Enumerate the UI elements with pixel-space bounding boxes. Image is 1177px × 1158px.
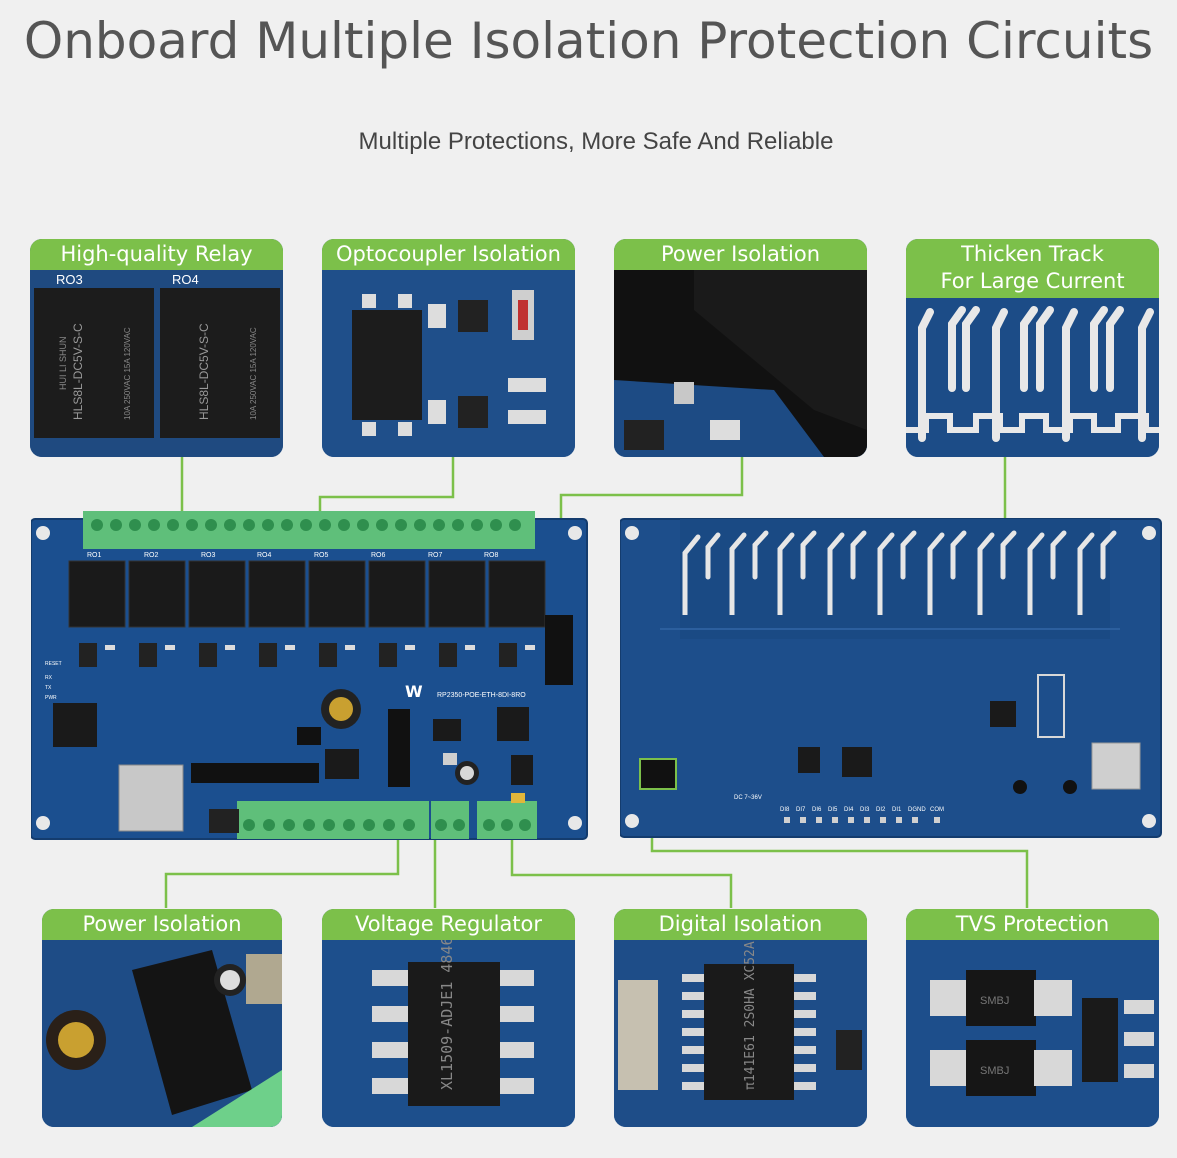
page-subtitle: Multiple Protections, More Safe And Reli… xyxy=(358,128,834,155)
relay-model-text: HLS8L-DC5V-S-C xyxy=(197,323,211,420)
board-front: RO1 RO2 RO3 RO4 RO5 RO6 RO7 RO8 W RP2350… xyxy=(31,511,588,840)
feature-card-voltage-regulator: Voltage Regulator XL1509-ADJE1 4846G xyxy=(322,909,575,1127)
optocoupler-closeup xyxy=(322,270,575,457)
di-label: DI4 xyxy=(844,807,854,813)
board-back: DC 7~36V DI8 DI7 DI6 DI5 DI4 DI3 DI2 DI1… xyxy=(620,518,1162,838)
feature-label: High-quality Relay xyxy=(30,239,283,270)
tvs-chip-text: SMBJ xyxy=(980,995,1009,1007)
feature-label: TVS Protection xyxy=(906,909,1159,940)
relay-tag: RO4 xyxy=(172,272,199,287)
relay-label: RO1 xyxy=(87,552,102,559)
di-label: DI2 xyxy=(876,807,886,813)
feature-card-optocoupler: Optocoupler Isolation xyxy=(322,239,575,457)
power-isolation-module-closeup xyxy=(42,940,282,1127)
relay-label: RO7 xyxy=(428,552,443,559)
relay-label: RO3 xyxy=(201,552,216,559)
led-label: RX xyxy=(45,675,53,681)
voltage-regulator-closeup: XL1509-ADJE1 4846G xyxy=(322,940,575,1127)
feature-label: Thicken Track For Large Current xyxy=(906,239,1159,298)
relay-closeup: RO3 RO4 HLS8L-DC5V-S-C HLS8L-DC5V-S-C HU… xyxy=(30,270,283,457)
svg-text:W: W xyxy=(405,682,423,701)
power-label: DC 7~36V xyxy=(734,795,762,801)
feature-card-relay: High-quality Relay RO3 RO4 HLS8L-DC5V-S-… xyxy=(30,239,283,457)
relay-label: RO8 xyxy=(484,552,499,559)
relay-rating-text: 10A 250VAC 15A 120VAC xyxy=(249,327,258,420)
relay-label: RO5 xyxy=(314,552,329,559)
di-label: DI5 xyxy=(828,807,838,813)
led-label: PWR xyxy=(45,695,57,701)
feature-card-power-isolation-bottom: Power Isolation xyxy=(42,909,282,1127)
relay-model-text: HLS8L-DC5V-S-C xyxy=(71,323,85,420)
di-label: COM xyxy=(930,807,944,813)
relay-label: RO4 xyxy=(257,552,272,559)
relay-tag: RO3 xyxy=(56,272,83,287)
thick-track-closeup xyxy=(906,298,1159,457)
feature-card-thick-track: Thicken Track For Large Current xyxy=(906,239,1159,457)
feature-label: Power Isolation xyxy=(614,239,867,270)
led-label: RESET xyxy=(45,661,62,667)
relay-label: RO2 xyxy=(144,552,159,559)
di-label: DI1 xyxy=(892,807,902,813)
isolator-chip-text: π141E61 2S0HA XC52A xyxy=(743,941,758,1090)
feature-card-tvs: TVS Protection SMBJ SMBJ xyxy=(906,909,1159,1127)
relay-rating-text: 10A 250VAC 15A 120VAC xyxy=(123,327,132,420)
feature-label: Digital Isolation xyxy=(614,909,867,940)
tvs-closeup: SMBJ SMBJ xyxy=(906,940,1159,1127)
feature-label: Optocoupler Isolation xyxy=(322,239,575,270)
di-label: DGND xyxy=(908,807,926,813)
board-model: RP2350-POE-ETH-8DI-8RO xyxy=(437,692,526,699)
feature-card-power-isolation-top: Power Isolation xyxy=(614,239,867,457)
feature-label: Power Isolation xyxy=(42,909,282,940)
tvs-chip-text: SMBJ xyxy=(980,1065,1009,1077)
di-label: DI8 xyxy=(780,807,790,813)
relay-brand-text: HUI LI SHUN xyxy=(58,336,68,390)
feature-label-line2: For Large Current xyxy=(940,269,1125,293)
regulator-chip-text: XL1509-ADJE1 4846G xyxy=(438,940,456,1090)
di-label: DI6 xyxy=(812,807,822,813)
led-label: TX xyxy=(45,685,52,691)
power-isolation-closeup xyxy=(614,270,867,457)
feature-label: Voltage Regulator xyxy=(322,909,575,940)
di-label: DI3 xyxy=(860,807,870,813)
page-title: Onboard Multiple Isolation Protection Ci… xyxy=(23,12,1154,70)
relay-label: RO6 xyxy=(371,552,386,559)
di-label: DI7 xyxy=(796,807,806,813)
feature-label-line1: Thicken Track xyxy=(961,242,1104,266)
digital-isolation-closeup: π141E61 2S0HA XC52A xyxy=(614,940,867,1127)
feature-card-digital-isolation: Digital Isolation π141E61 2S0HA XC52A xyxy=(614,909,867,1127)
